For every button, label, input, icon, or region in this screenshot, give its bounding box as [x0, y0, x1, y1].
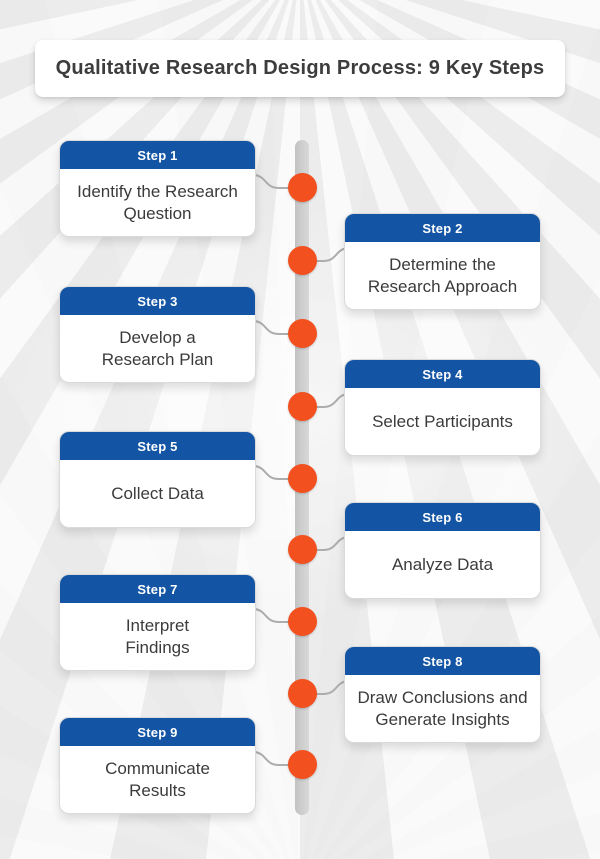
- step-badge: Step 1: [60, 141, 255, 169]
- step-title: Collect Data: [111, 484, 204, 504]
- title-banner: Qualitative Research Design Process: 9 K…: [35, 40, 565, 97]
- step-card-6: Step 6 Analyze Data: [344, 502, 541, 599]
- step-card-7: Step 7 Interpret Findings: [59, 574, 256, 671]
- connector-line: [254, 751, 304, 766]
- timeline-node: [288, 679, 317, 708]
- step-badge: Step 6: [345, 503, 540, 531]
- timeline-node: [288, 607, 317, 636]
- step-card-4: Step 4 Select Participants: [344, 359, 541, 456]
- timeline-node: [288, 246, 317, 275]
- step-badge: Step 8: [345, 647, 540, 675]
- step-badge: Step 9: [60, 718, 255, 746]
- timeline-node: [288, 319, 317, 348]
- step-badge: Step 7: [60, 575, 255, 603]
- connector-line: [298, 393, 348, 408]
- step-title: Determine the Research Approach: [367, 255, 518, 296]
- connector-line: [254, 320, 304, 335]
- step-title: Draw Conclusions and Generate Insights: [357, 688, 528, 729]
- step-badge: Step 3: [60, 287, 255, 315]
- step-title: Interpret Findings: [125, 616, 190, 657]
- step-badge: Step 5: [60, 432, 255, 460]
- timeline-node: [288, 392, 317, 421]
- connector-line: [254, 465, 304, 480]
- connector-line: [298, 536, 348, 551]
- step-card-9: Step 9 Communicate Results: [59, 717, 256, 814]
- step-title: Analyze Data: [391, 555, 494, 575]
- step-badge: Step 4: [345, 360, 540, 388]
- step-card-8: Step 8 Draw Conclusions and Generate Ins…: [344, 646, 541, 743]
- connector-line: [298, 680, 348, 695]
- step-badge: Step 2: [345, 214, 540, 242]
- step-title: Identify the Research Question: [77, 182, 238, 223]
- step-card-2: Step 2 Determine the Research Approach: [344, 213, 541, 310]
- step-title: Communicate Results: [105, 759, 210, 800]
- step-card-1: Step 1 Identify the Research Question: [59, 140, 256, 237]
- step-title: Select Participants: [372, 412, 513, 432]
- step-card-3: Step 3 Develop a Research Plan: [59, 286, 256, 383]
- step-title: Develop a Research Plan: [101, 328, 214, 369]
- page-title: Qualitative Research Design Process: 9 K…: [55, 57, 545, 79]
- connector-line: [254, 174, 304, 189]
- step-card-5: Step 5 Collect Data: [59, 431, 256, 528]
- connector-line: [254, 608, 304, 623]
- timeline-node: [288, 750, 317, 779]
- connector-line: [298, 247, 348, 262]
- timeline-node: [288, 173, 317, 202]
- timeline-node: [288, 535, 317, 564]
- timeline-node: [288, 464, 317, 493]
